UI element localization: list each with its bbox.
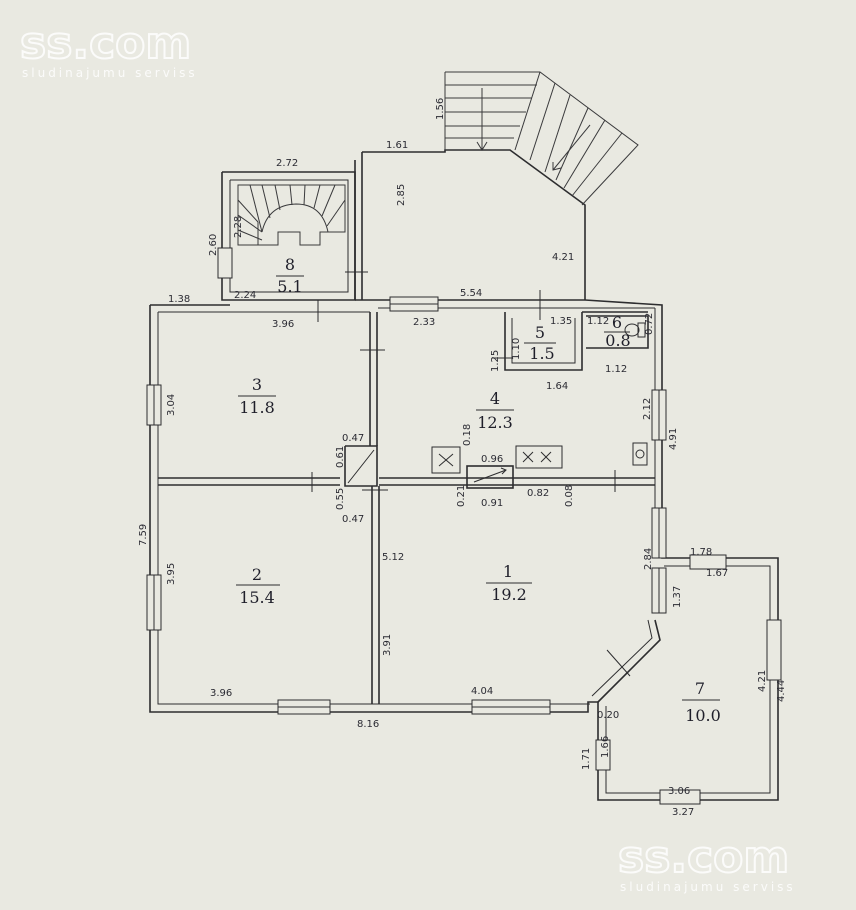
room-6-area: 0.8: [605, 331, 630, 350]
dim-label: 5.54: [460, 288, 482, 299]
dim-label: 1.56: [435, 98, 446, 120]
dim-label: 0.21: [456, 485, 467, 507]
dim-label: 0.72: [644, 313, 655, 335]
room-6-number: 6: [612, 313, 622, 332]
dim-label: 4.04: [471, 686, 493, 697]
watermark-tagline-bottom: sludinajumu serviss: [620, 880, 796, 894]
fixtures: [311, 271, 648, 677]
room-3-area: 11.8: [239, 398, 275, 417]
dim-label: 2.12: [642, 398, 653, 420]
dim-label: 1.64: [546, 381, 568, 392]
dim-label: 3.27: [672, 807, 694, 818]
dim-label: 0.08: [564, 485, 575, 507]
dim-label: 5.12: [382, 552, 404, 563]
dim-label: 2.85: [396, 184, 407, 206]
room-7-area: 10.0: [685, 706, 721, 725]
dim-label: 1.10: [511, 338, 522, 360]
dim-label: 2.28: [233, 216, 244, 238]
dim-label: 7.59: [138, 524, 149, 546]
room-2-number: 2: [252, 565, 262, 584]
dim-label: 2.72: [276, 158, 298, 169]
dim-label: 1.67: [706, 568, 728, 579]
room-8-number: 8: [285, 255, 295, 274]
watermark-brand-top: ss.com: [20, 18, 191, 69]
stairs: [237, 71, 639, 246]
room-1-number: 1: [503, 562, 513, 581]
dim-label: 1.38: [168, 294, 190, 305]
dim-label: 3.95: [166, 563, 177, 585]
dim-label: 0.47: [342, 433, 364, 444]
walls: [149, 149, 779, 801]
room-1-area: 19.2: [491, 585, 527, 604]
dim-label: 4.21: [552, 252, 574, 263]
dim-label: 0.47: [342, 514, 364, 525]
dim-label: 1.78: [690, 547, 712, 558]
dim-label: 1.61: [386, 140, 408, 151]
dim-label: 2.84: [643, 548, 654, 570]
dim-label: 1.71: [581, 748, 592, 770]
dim-label: 4.21: [757, 670, 768, 692]
room-7-number: 7: [695, 679, 705, 698]
room-5-area: 1.5: [529, 344, 554, 363]
dim-label: 0.18: [462, 424, 473, 446]
room-5-number: 5: [535, 323, 545, 342]
dim-label: 4.44: [776, 680, 787, 702]
dim-label: 3.96: [272, 319, 294, 330]
watermark-tagline-top: sludinajumu serviss: [22, 66, 198, 80]
dim-label: 2.60: [208, 234, 219, 256]
dim-label: 3.91: [382, 634, 393, 656]
dim-label: 0.91: [481, 498, 503, 509]
dim-label: 1.12: [605, 364, 627, 375]
dim-label: 4.91: [668, 428, 679, 450]
dim-label: 3.96: [210, 688, 232, 699]
dim-label: 3.06: [668, 786, 690, 797]
room-labels: 8 5.1 5 1.5 6 0.8 3 11.8 4 12.3 2 15.4 1…: [236, 255, 721, 725]
dim-label: 0.61: [335, 446, 346, 468]
dim-label: 1.37: [672, 586, 683, 608]
windows: [146, 247, 782, 805]
room-3-number: 3: [252, 375, 262, 394]
room-4-area: 12.3: [477, 413, 513, 432]
watermark-brand-bottom: ss.com: [618, 832, 789, 883]
dim-label: 1.12: [587, 316, 609, 327]
dim-label: 0.96: [481, 454, 503, 465]
dim-label: 0.20: [597, 710, 619, 721]
room-2-area: 15.4: [239, 588, 275, 607]
dim-label: 8.16: [357, 719, 379, 730]
room-4-number: 4: [490, 389, 500, 408]
dim-label: 2.33: [413, 317, 435, 328]
dim-label: 0.82: [527, 488, 549, 499]
dim-label: 1.35: [550, 316, 572, 327]
dimension-labels: 1.56 1.61 2.72 2.85 2.28 2.60 4.21 1.38 …: [138, 98, 787, 818]
dim-label: 1.66: [600, 736, 611, 758]
dim-label: 1.25: [490, 350, 501, 372]
dim-label: 2.24: [234, 290, 256, 301]
dim-label: 0.55: [335, 488, 346, 510]
room-8-area: 5.1: [277, 277, 302, 296]
dim-label: 3.04: [166, 394, 177, 416]
